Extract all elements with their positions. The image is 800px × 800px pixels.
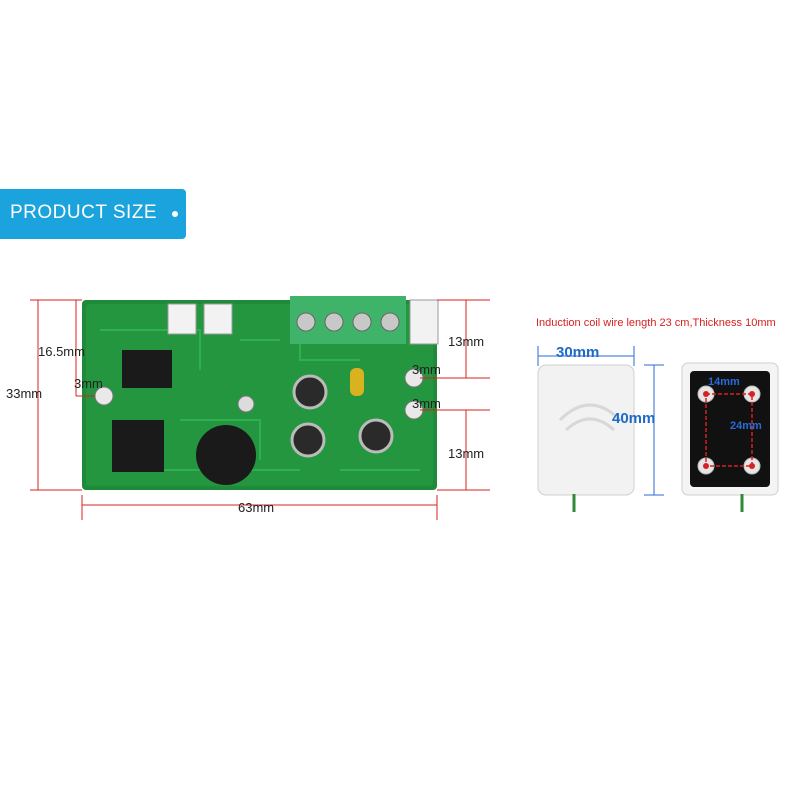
coil-width-label: 30mm <box>556 344 600 361</box>
product-size-banner: PRODUCT SIZE <box>0 189 186 239</box>
coil-hole-y-label: 24mm <box>730 420 762 432</box>
board-right-bottom-label: 13mm <box>448 446 485 461</box>
board-width-label: 63mm <box>238 500 275 515</box>
coil-height-label: 40mm <box>612 410 656 427</box>
coil-back-image <box>681 362 779 512</box>
pcb-board-image <box>82 296 439 490</box>
board-right-hole-2-label: 3mm <box>412 396 441 411</box>
board-hole-label: 3mm <box>74 376 103 391</box>
coil-box-image <box>537 364 635 512</box>
coil-dimension-lines <box>537 346 664 496</box>
pcb-dimension-lines <box>30 299 490 520</box>
board-height-label: 33mm <box>6 386 43 401</box>
board-right-top-label: 13mm <box>448 334 485 349</box>
banner-title: PRODUCT SIZE <box>10 202 158 223</box>
coil-hole-x-label: 14mm <box>708 376 740 388</box>
coil-note: Induction coil wire length 23 cm,Thickne… <box>536 317 776 329</box>
board-offset-label: 16.5mm <box>38 344 85 359</box>
banner-dot-icon <box>172 211 178 217</box>
board-right-hole-1-label: 3mm <box>412 362 441 377</box>
